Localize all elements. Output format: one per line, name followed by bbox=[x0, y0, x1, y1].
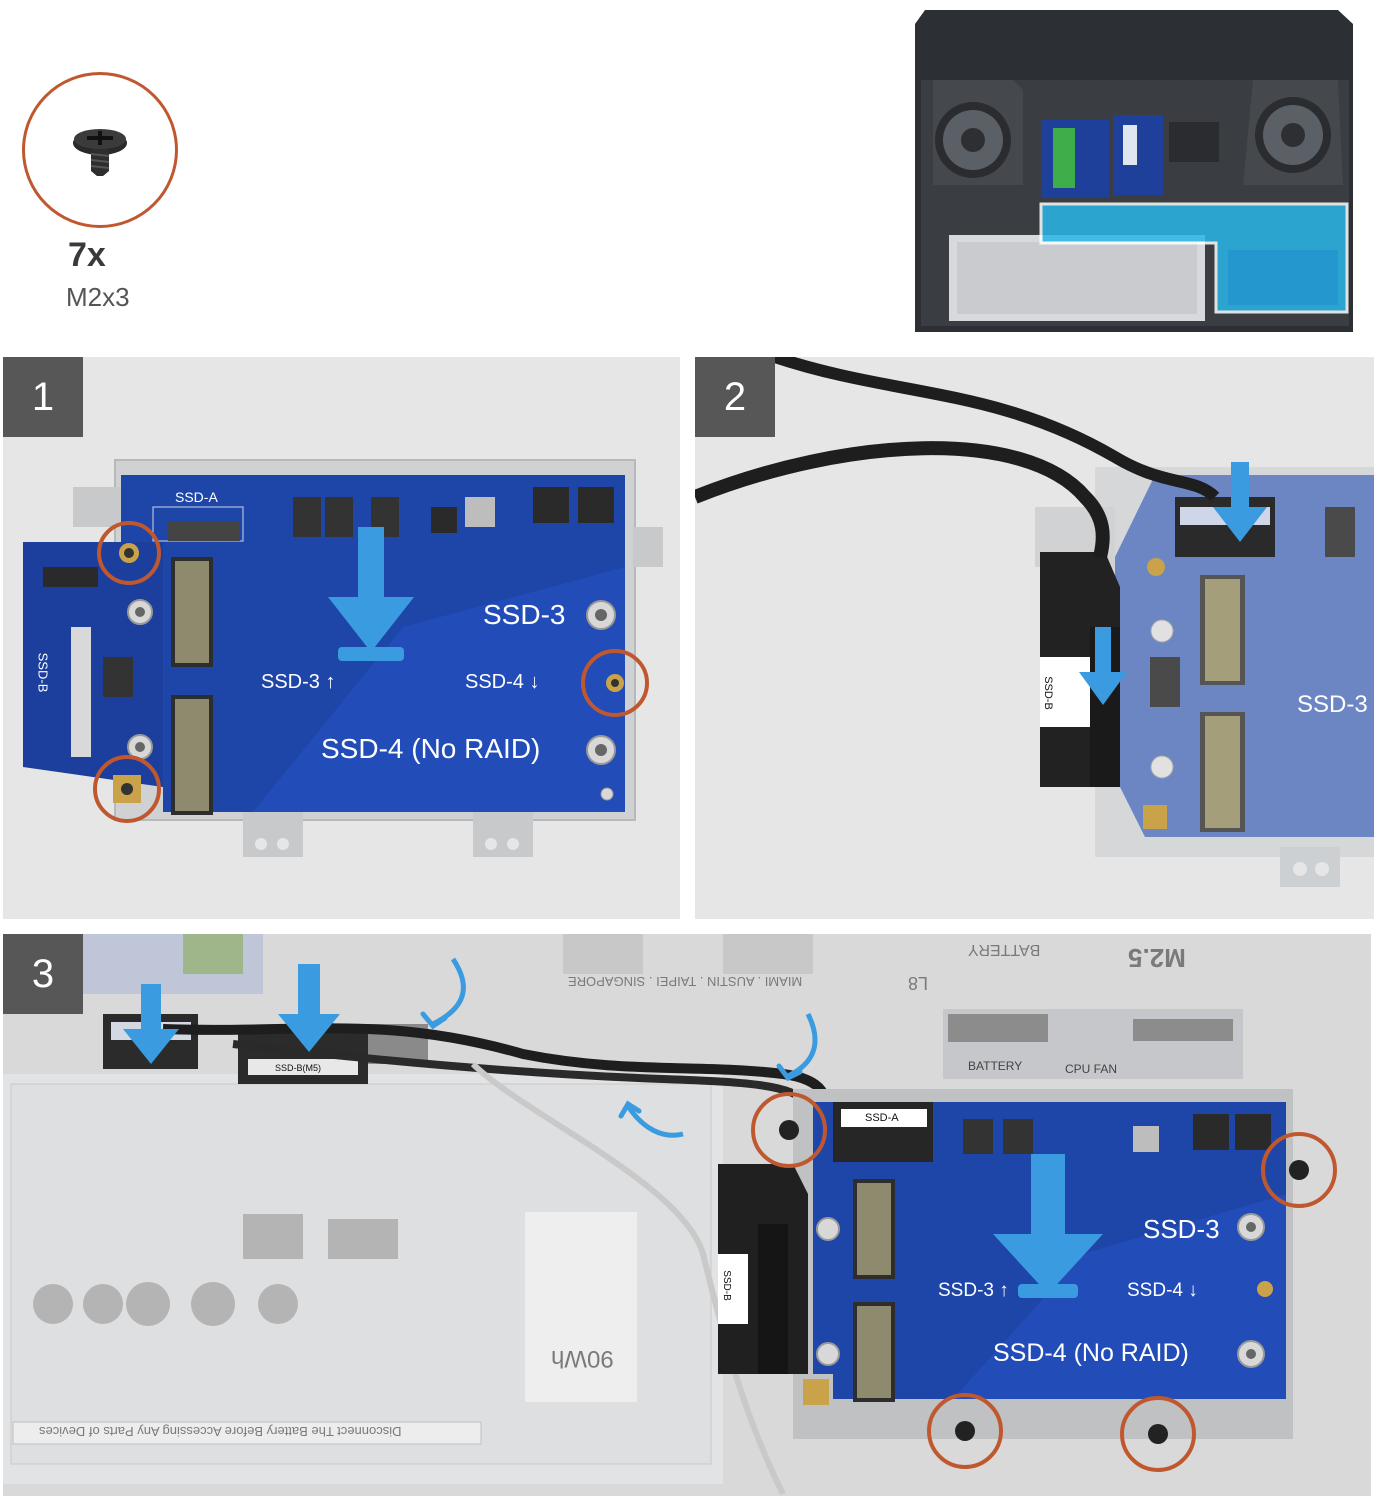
label-ssd-a-tag: SSD-A bbox=[865, 1112, 899, 1124]
label-ssd3-big: SSD-3 bbox=[1143, 1214, 1220, 1244]
step-1-panel: 1 bbox=[3, 357, 680, 919]
screw-callout-circles bbox=[751, 1092, 1337, 1472]
install-arrow bbox=[328, 527, 414, 661]
screw-size: M2x3 bbox=[66, 282, 130, 312]
label-battery-warning: Disconnect The Battery Before Accessing … bbox=[39, 1424, 402, 1439]
route-arrows bbox=[420, 957, 818, 1138]
label-ssd3-small: SSD-3 ↑ bbox=[261, 671, 336, 693]
step-2-panel: 2 SS bbox=[695, 357, 1374, 919]
step-1-badge: 1 bbox=[3, 357, 83, 437]
label-ssd-b-tag: SSD-B bbox=[720, 1270, 732, 1301]
label-ssd4-noraid: SSD-4 (No RAID) bbox=[993, 1339, 1189, 1367]
label-battery-rev: BATTERY bbox=[968, 941, 1041, 958]
screw-icon bbox=[73, 129, 127, 176]
step-3-badge: 3 bbox=[3, 934, 83, 1014]
label-ssd3-small: SSD-3 ↑ bbox=[938, 1280, 1009, 1301]
label-ssd-b-m5: SSD-B(M5) bbox=[275, 1063, 322, 1073]
label-ssd4-small: SSD-4 ↓ bbox=[465, 671, 540, 693]
label-cities: MIAMI . AUSTIN . TAIPEI . SINGAPORE bbox=[568, 974, 803, 989]
label-ssd-b: SSD-B bbox=[35, 652, 51, 693]
install-arrow-top bbox=[1213, 462, 1267, 542]
screw-callout bbox=[22, 72, 178, 228]
label-ssd4-noraid: SSD-4 (No RAID) bbox=[321, 733, 541, 764]
label-ssd3: SSD-3 bbox=[1297, 691, 1368, 718]
step-2-badge: 2 bbox=[695, 357, 775, 437]
label-wh: 90Wh bbox=[551, 1345, 614, 1372]
label-l8: L8 bbox=[908, 973, 929, 993]
label-cpu-fan: CPU FAN bbox=[1065, 1062, 1118, 1076]
label-ssd-b-tag: SSD-B bbox=[1041, 676, 1054, 710]
label-battery-connector: BATTERY bbox=[968, 1059, 1023, 1073]
laptop-overview-image bbox=[913, 10, 1355, 332]
label-ssd4-small: SSD-4 ↓ bbox=[1127, 1280, 1198, 1301]
step-3-panel: 3 bbox=[3, 934, 1371, 1496]
label-ssd3-big: SSD-3 bbox=[483, 599, 566, 630]
screw-callout-circles bbox=[93, 521, 649, 823]
install-arrow-ssd-b bbox=[1079, 627, 1127, 705]
install-arrows bbox=[123, 964, 1103, 1298]
label-m25: M2.5 bbox=[1128, 943, 1186, 973]
screw-quantity: 7x bbox=[68, 236, 106, 274]
label-ssd-a: SSD-A bbox=[175, 489, 218, 505]
